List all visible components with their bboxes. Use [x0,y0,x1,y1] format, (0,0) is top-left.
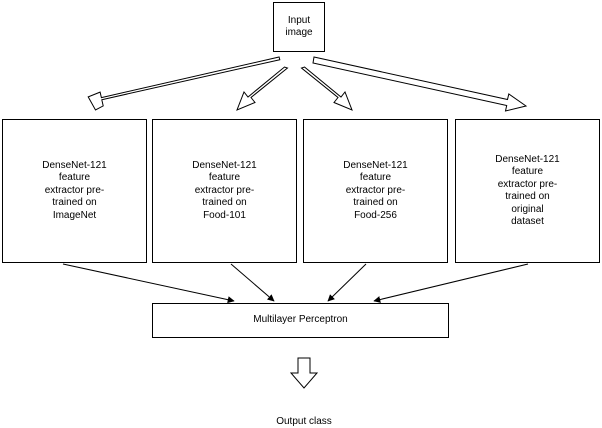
extractor-node-food-101: DenseNet-121 feature extractor pre- trai… [152,119,297,263]
mlp-node: Multilayer Perceptron [152,303,449,338]
block-arrow-to-extractor-1 [87,56,281,111]
arrow-extractor-2-to-mlp [230,263,275,302]
mlp-label: Multilayer Perceptron [253,314,348,326]
extractor-label-food-101: DenseNet-121 feature extractor pre- trai… [192,159,257,221]
extractor-node-original-dataset: DenseNet-121 feature extractor pre- trai… [455,119,600,263]
block-arrow-to-extractor-3 [300,66,353,111]
extractor-label-food-256: DenseNet-121 feature extractor pre- trai… [343,159,408,221]
extractor-node-food-256: DenseNet-121 feature extractor pre- trai… [303,119,448,263]
block-arrow-to-extractor-4 [312,56,528,112]
extractor-label-original-dataset: DenseNet-121 feature extractor pre- trai… [495,153,560,228]
input-image-label: Input image [285,14,313,39]
block-arrow-mlp-to-output [289,357,319,389]
extractor-node-imagenet: DenseNet-121 feature extractor pre- trai… [2,119,147,263]
arrow-extractor-1-to-mlp [62,263,235,304]
extractor-label-imagenet: DenseNet-121 feature extractor pre- trai… [42,159,107,221]
input-image-node: Input image [273,2,325,52]
arrow-extractor-3-to-mlp [327,263,367,302]
arrow-extractor-4-to-mlp [373,263,529,303]
block-arrow-to-extractor-2 [236,66,289,111]
output-class-label: Output class [276,416,332,427]
